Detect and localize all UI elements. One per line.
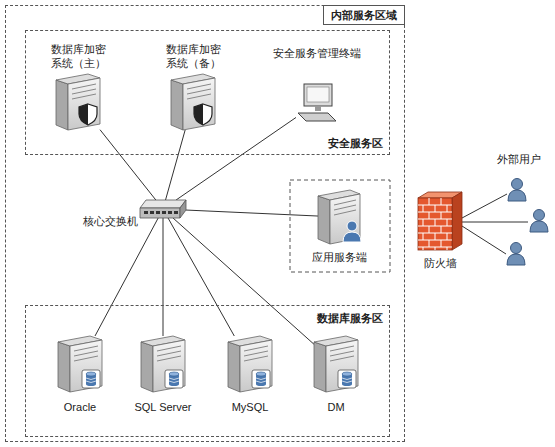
server-node: SQL Server (141, 336, 185, 392)
server-node-icon (58, 336, 102, 392)
user-icon (508, 179, 526, 202)
network-link (173, 218, 314, 344)
user-link (462, 222, 528, 223)
app-zone-box (290, 180, 390, 272)
server-node-icon (318, 190, 360, 244)
server-node-icon (141, 336, 185, 392)
server-node-icon (56, 74, 100, 130)
user-icon (507, 243, 525, 266)
server-node: MySQL (228, 336, 272, 392)
server-node: Oracle (58, 336, 102, 392)
user-links (462, 194, 528, 254)
network-link (166, 130, 186, 200)
terminal-node-icon (296, 84, 338, 122)
firewall-node-icon (418, 192, 462, 250)
switch-node-icon (140, 200, 186, 218)
network-link (95, 218, 158, 336)
server-node: 数据库加密 系统（主） (56, 74, 100, 130)
zone-box: 数据库加密 系统（主） 数据库加密 系统（备） 安全服务管理终端安全服务区 (25, 30, 390, 155)
network-link (100, 130, 156, 200)
network-link (186, 210, 318, 216)
server-node: 数据库加密 系统（备） (171, 74, 215, 130)
server-node-icon (228, 336, 272, 392)
node-label: MySQL (210, 400, 290, 414)
node-label: SQL Server (123, 400, 203, 414)
zone-box: 数据库加密 系统（主） 数据库加密 系统（备） 安全服务管理终端安全服务区核心交换机… (5, 5, 405, 442)
node-label: DM (296, 400, 376, 414)
zone-label: 安全服务区 (328, 136, 383, 150)
network-link (168, 218, 234, 336)
network-link (163, 218, 164, 336)
server-node: 应用服务端 (318, 190, 360, 244)
node-label: 防火墙 (410, 256, 470, 270)
node-label: 数据库加密 系统（备） (162, 42, 224, 70)
node-label: 应用服务端 (299, 250, 379, 264)
node-label: 数据库加密 系统（主） (47, 42, 109, 70)
node-label: Oracle (40, 400, 120, 414)
server-node-icon (171, 74, 215, 130)
node-label: 核心交换机 (83, 214, 138, 228)
network-link (176, 117, 296, 200)
group-label: 外部用户 (497, 152, 541, 167)
zone-label: 内部服务区域 (323, 5, 405, 25)
user-link (462, 226, 506, 254)
server-node: DM (314, 336, 358, 392)
zone-label: 数据库服务区 (317, 311, 383, 325)
firewall-node: 防火墙 (418, 192, 462, 250)
node-label: 安全服务管理终端 (262, 46, 372, 60)
terminal-node: 安全服务管理终端 (296, 84, 338, 122)
switch-node: 核心交换机 (140, 200, 186, 218)
zone-box: OracleSQL ServerMySQLDM数据库服务区 (25, 305, 390, 437)
user-icon (530, 210, 548, 233)
user-link (462, 194, 507, 218)
server-node-icon (314, 336, 358, 392)
